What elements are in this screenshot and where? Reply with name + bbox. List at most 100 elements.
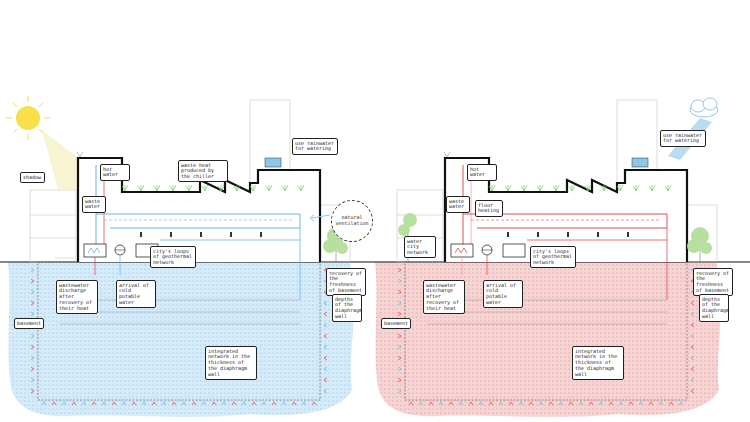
valve	[482, 245, 492, 255]
callout-text: city's loops of geothermal network	[533, 249, 573, 266]
callout-text: basement	[384, 321, 408, 327]
chevron	[202, 402, 206, 405]
chevron	[549, 402, 553, 405]
callout-text: recovery of the freshness of basement	[329, 271, 363, 294]
chevron	[31, 312, 34, 316]
stroke	[487, 255, 488, 275]
stroke	[120, 255, 121, 275]
chevron	[31, 268, 34, 272]
chevron	[222, 402, 226, 405]
plant	[444, 152, 450, 157]
stroke	[455, 248, 467, 253]
plant	[489, 185, 495, 191]
heat-pump	[84, 244, 106, 257]
chevron	[691, 323, 694, 327]
plant	[250, 185, 256, 191]
stroke	[95, 257, 96, 275]
chevron	[42, 402, 46, 405]
callout-box: recovery of the freshness of basement	[326, 268, 366, 296]
chevron	[62, 402, 66, 405]
callout-text: hot water	[470, 167, 494, 179]
plant	[585, 185, 591, 191]
stroke	[471, 220, 659, 221]
callout-box: wastewater discharge after recovery of t…	[423, 280, 465, 314]
stroke	[427, 324, 667, 325]
chevron	[691, 367, 694, 371]
callout-box: basement	[14, 318, 44, 329]
callout-box: use rainwater for watering	[292, 138, 338, 155]
chevron	[152, 402, 156, 405]
callout-text: city's loops of geothermal network	[153, 249, 193, 266]
chevron	[691, 334, 694, 338]
stroke	[96, 214, 300, 228]
callout-circle: natural ventilation	[331, 200, 373, 242]
chevron	[398, 312, 401, 316]
callout-text: use rainwater for watering	[295, 141, 335, 153]
chevron	[559, 402, 563, 405]
chevron	[398, 290, 401, 294]
chevron	[31, 301, 34, 305]
chevron	[212, 402, 216, 405]
chevron	[242, 402, 246, 405]
plant	[77, 152, 83, 157]
chevron	[324, 312, 327, 316]
chevron	[142, 402, 146, 405]
stroke	[300, 228, 301, 300]
chevron	[31, 378, 34, 382]
chevron	[282, 402, 286, 405]
plant	[521, 185, 527, 191]
plant	[234, 185, 240, 191]
chevron	[691, 301, 694, 305]
stroke	[60, 324, 300, 325]
chevron	[324, 389, 327, 393]
plant	[617, 185, 623, 191]
chevron	[429, 402, 433, 405]
callout-text: natural ventilation	[334, 215, 370, 227]
chevron	[398, 378, 401, 382]
callout-text: shadow	[23, 175, 42, 181]
chevron	[324, 356, 327, 360]
chevron	[398, 389, 401, 393]
chevron	[162, 402, 166, 405]
fixture	[597, 232, 599, 237]
chevron	[589, 402, 593, 405]
chevron	[599, 402, 603, 405]
callout-text: recovery of the freshness of basement	[696, 271, 730, 294]
chevron	[409, 402, 413, 405]
callout-box: recovery of the freshness of basement	[693, 268, 733, 296]
chevron	[292, 402, 296, 405]
chevron	[529, 402, 533, 405]
chevron	[302, 402, 306, 405]
chevron	[324, 378, 327, 382]
chevron	[132, 402, 136, 405]
callout-text: arrival of cold potable water	[486, 283, 520, 306]
chevron	[639, 402, 643, 405]
chevron	[519, 402, 523, 405]
fixture	[260, 232, 262, 237]
callout-box: use rainwater for watering	[660, 130, 706, 147]
chevron	[31, 334, 34, 338]
chevron	[398, 268, 401, 272]
chevron	[72, 402, 76, 405]
callout-text: waste water	[85, 199, 103, 211]
callout-text: hot water	[103, 167, 127, 179]
callout-text: water city network	[407, 239, 433, 256]
fixture	[537, 232, 539, 237]
callout-text: waste heat produced by the chiller	[181, 163, 225, 180]
stroke	[104, 220, 292, 221]
chevron	[479, 402, 483, 405]
plant	[633, 185, 639, 191]
valve	[115, 245, 125, 255]
plant	[569, 185, 575, 191]
callout-text: waste water	[449, 199, 467, 211]
chevron	[619, 402, 623, 405]
chevron	[629, 402, 633, 405]
callout-box: basement	[381, 318, 411, 329]
callout-box: waste heat produced by the chiller	[178, 160, 228, 182]
callout-text: floor heating	[478, 203, 500, 215]
stroke	[667, 228, 668, 300]
chevron	[499, 402, 503, 405]
callout-text: use rainwater for watering	[663, 133, 703, 145]
